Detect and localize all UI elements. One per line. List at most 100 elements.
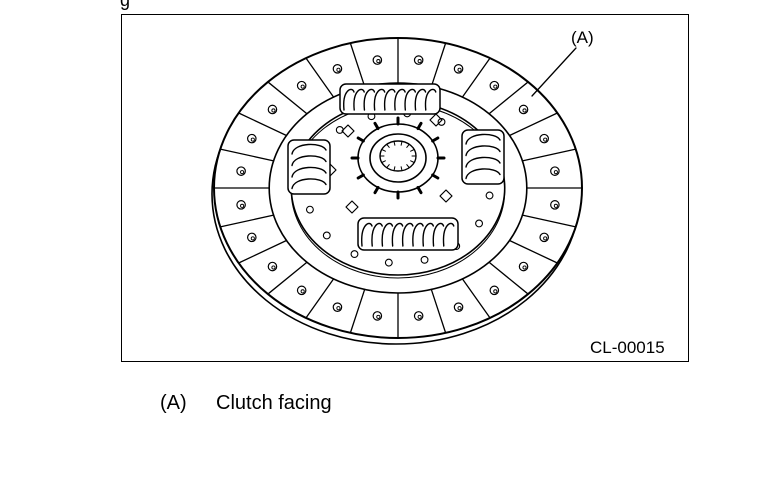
damper-spring-top-coil — [394, 88, 406, 111]
facing-groove — [508, 112, 558, 137]
damper-spring-top-coil — [414, 88, 427, 111]
facing-groove — [349, 288, 366, 334]
spline-line — [410, 160, 415, 164]
damper-spring-bottom-coil — [401, 222, 414, 247]
damper-spring-top-coil — [404, 88, 417, 111]
facing-rivet-hole — [240, 203, 245, 208]
damper-spring-top-coil — [343, 88, 355, 111]
facing-rivet-hole — [457, 306, 462, 311]
facing-rivet — [296, 285, 307, 296]
facing-groove — [508, 239, 558, 264]
hub-tooth — [373, 121, 380, 131]
facing-rivet — [332, 302, 343, 312]
damper-spring-right-coil — [465, 156, 501, 168]
facing-rivet-hole — [336, 67, 341, 72]
facing-rivet-hole — [493, 84, 498, 89]
facing-rivet — [518, 261, 529, 272]
damper-spring-top-coil — [373, 88, 386, 111]
facing-groove — [267, 81, 308, 115]
facing-rivet — [236, 200, 246, 210]
facing-rivet-hole — [336, 306, 341, 311]
facing-groove — [430, 288, 447, 334]
hub-rivet — [485, 191, 494, 200]
facing-rivet-hole — [543, 137, 548, 142]
damper-spring-left-coil — [291, 143, 327, 155]
plate-window — [341, 124, 355, 138]
hub-rivet — [322, 231, 331, 240]
facing-groove — [521, 148, 577, 162]
damper-spring-bottom-coil — [391, 222, 404, 247]
callout-label-a: (A) — [571, 28, 594, 47]
facing-rivet-hole — [376, 59, 381, 64]
facing-groove — [305, 57, 335, 98]
facing-rivet-hole — [376, 314, 381, 319]
facing-rivet — [413, 311, 424, 321]
damper-spring-top-coil — [383, 88, 396, 111]
facing-rivet-hole — [553, 203, 558, 208]
damper-spring-right-coil — [465, 168, 501, 180]
facing-rivet — [539, 133, 549, 144]
spline-line — [393, 166, 396, 172]
facing-groove — [461, 57, 491, 98]
facing-groove — [219, 148, 275, 162]
facing-rivet-hole — [417, 59, 422, 64]
spline-line — [400, 140, 403, 146]
damper-spring-left-coil — [291, 166, 327, 178]
facing-rivet — [550, 166, 560, 176]
facing-rivet — [296, 80, 307, 91]
facing-groove — [349, 42, 366, 88]
spline-line — [406, 143, 410, 148]
hub-tooth — [356, 173, 365, 180]
facing-groove — [430, 42, 447, 88]
plate-window — [429, 113, 443, 127]
facing-rivet — [489, 80, 500, 91]
damper-spring-right-coil — [465, 133, 501, 145]
facing-groove — [238, 239, 288, 264]
facing-groove — [461, 278, 491, 319]
facing-rivet-hole — [240, 170, 245, 175]
spline-line — [410, 148, 415, 152]
facing-rivet — [267, 261, 278, 272]
hub-tooth — [431, 136, 440, 143]
facing-rivet-hole — [493, 289, 498, 294]
facing-rivet-hole — [300, 289, 305, 294]
figure-code: CL-00015 — [590, 338, 665, 357]
damper-spring-top-coil — [363, 88, 376, 111]
hub-rivet — [437, 117, 446, 126]
facing-rivet — [453, 64, 464, 74]
facing-rivet-hole — [543, 236, 548, 241]
facing-rivet-hole — [250, 236, 255, 241]
legend-text-a: Clutch facing — [216, 392, 332, 414]
spline-line — [381, 148, 386, 152]
facing-rivet-hole — [553, 170, 558, 175]
hub-rivet — [305, 205, 314, 214]
spline-line — [400, 166, 403, 172]
hub-tooth — [373, 185, 380, 195]
facing-groove — [305, 278, 335, 319]
facing-groove — [219, 214, 275, 228]
callout-leader-line — [531, 47, 577, 97]
plate-window — [439, 189, 453, 203]
facing-groove — [488, 261, 529, 295]
hub-tooth — [431, 173, 440, 180]
damper-spring-top-coil — [424, 88, 437, 111]
facing-groove — [267, 261, 308, 295]
spline-line — [386, 164, 390, 169]
hub-rivet — [384, 258, 393, 267]
damper-spring-right-coil — [465, 145, 501, 157]
damper-spring-bottom-coil — [412, 222, 424, 247]
hub-tooth — [416, 121, 423, 131]
cropped-caption-fragment: g — [120, 0, 131, 10]
damper-spring-top-coil — [353, 88, 365, 111]
damper-spring-bottom-coil — [381, 222, 394, 247]
hub-tooth — [356, 136, 365, 143]
facing-rivet-hole — [417, 314, 422, 319]
facing-rivet — [267, 104, 278, 115]
facing-rivet-hole — [522, 265, 527, 270]
facing-rivet — [236, 166, 246, 176]
facing-rivet — [489, 285, 500, 296]
facing-rivet — [372, 311, 383, 321]
facing-rivet-hole — [271, 108, 276, 113]
damper-spring-bottom-coil — [422, 222, 435, 247]
